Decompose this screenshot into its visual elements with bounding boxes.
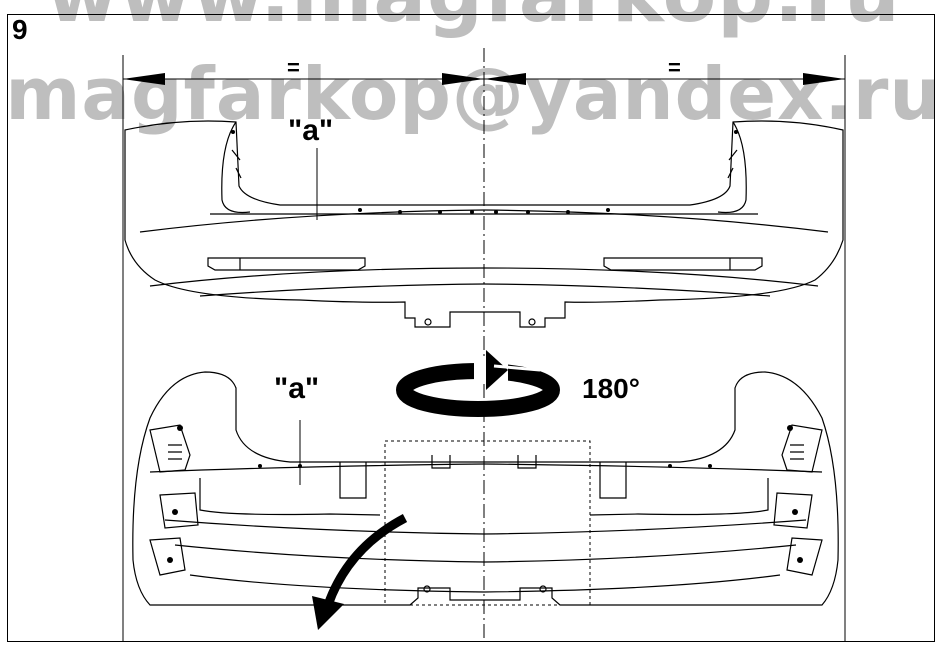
bumper-outer-view xyxy=(124,120,844,328)
part-a-label-bottom: "a" xyxy=(274,372,320,405)
step-number: 9 xyxy=(12,14,28,45)
bumper-mount-holes xyxy=(231,130,738,214)
part-a-label-top: "a" xyxy=(288,114,334,147)
rotation-angle-label: 180° xyxy=(582,373,640,404)
dimension-arrow-icon xyxy=(123,73,845,85)
inner-view-fasteners xyxy=(167,425,803,563)
diagram-frame xyxy=(7,14,935,642)
bumper-inner-view xyxy=(132,371,839,606)
highlight-box xyxy=(384,440,591,606)
equal-distance-right-label: = xyxy=(668,55,681,80)
pull-direction-arrow-icon xyxy=(312,514,408,630)
rotate-180-icon xyxy=(396,350,560,417)
equal-distance-left-label: = xyxy=(287,55,300,80)
